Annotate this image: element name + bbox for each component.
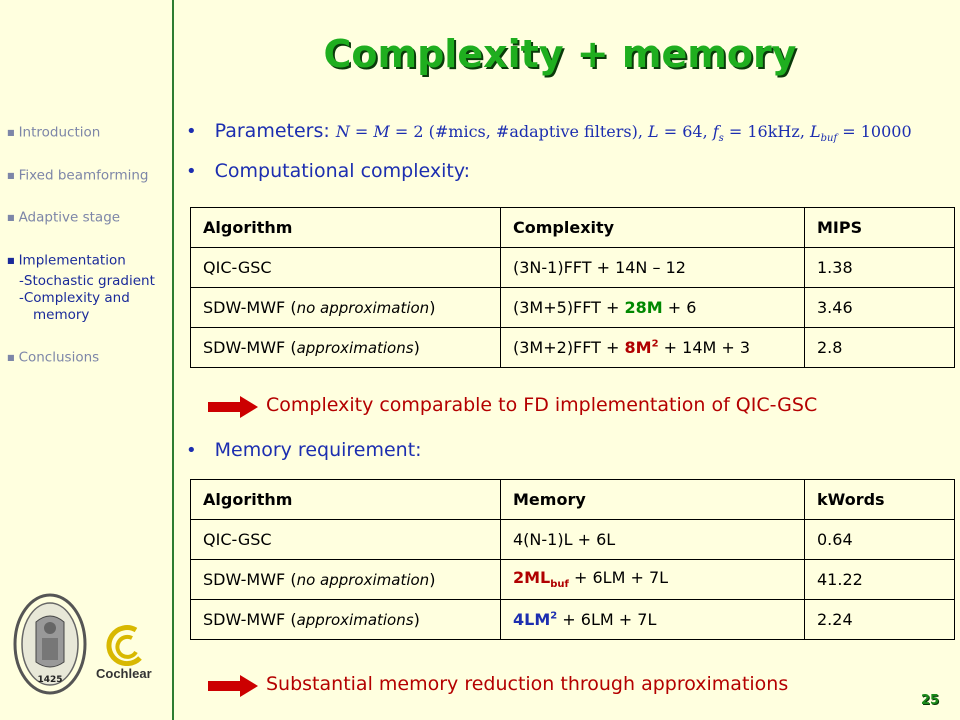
table-row: SDW-MWF (approximations) 4LM2 + 6LM + 7L… xyxy=(190,599,955,640)
table-cell: SDW-MWF (approximations) xyxy=(190,327,501,368)
cochlear-wordmark: Cochlear xyxy=(96,666,152,681)
square-bullet-icon: ■ xyxy=(7,213,15,222)
nav-label: Fixed beamforming xyxy=(18,167,149,183)
table-cell: 0.64 xyxy=(804,519,955,560)
table-cell: QIC-GSC xyxy=(190,519,501,560)
square-bullet-icon: ■ xyxy=(7,353,15,362)
table-cell: QIC-GSC xyxy=(190,247,501,288)
seal-year: 1425 xyxy=(37,675,62,685)
table-header: Memory xyxy=(500,479,805,520)
cochlear-logo: Cochlear xyxy=(96,624,158,684)
memory-table: Algorithm Memory kWords QIC-GSC 4(N-1)L … xyxy=(190,479,955,640)
table-row: SDW-MWF (no approximation) 2MLbuf + 6LM … xyxy=(190,559,955,600)
table-header-row: Algorithm Complexity MIPS xyxy=(190,207,955,248)
complexity-label: Computational complexity: xyxy=(214,160,471,182)
nav-label: Adaptive stage xyxy=(18,209,121,226)
table-header-row: Algorithm Memory kWords xyxy=(190,479,955,520)
slide-title: Complexity + memory xyxy=(323,32,797,76)
red-arrow-icon xyxy=(208,396,258,418)
outline-nav: ■Introduction ■Fixed beamforming ■Adapti… xyxy=(7,124,175,392)
sidebar: ■Introduction ■Fixed beamforming ■Adapti… xyxy=(0,0,174,720)
table-cell: 41.22 xyxy=(804,559,955,600)
page-number: 25 xyxy=(921,693,940,708)
nav-label: Conclusions xyxy=(18,349,100,366)
memory-conclusion: Substantial memory reduction through app… xyxy=(266,673,789,695)
table-cell: (3N-1)FFT + 14N – 12 xyxy=(500,247,805,288)
nav-subitem-memory[interactable]: memory xyxy=(33,307,90,323)
square-bullet-icon: ■ xyxy=(7,170,15,180)
parameters-bullet: • Parameters: N = M = 2 (#mics, #adaptive… xyxy=(186,120,912,144)
table-row: SDW-MWF (approximations) (3M+2)FFT + 8M2… xyxy=(190,327,955,368)
table-cell: 1.38 xyxy=(804,247,955,288)
table-cell: (3M+2)FFT + 8M2 + 14M + 3 xyxy=(500,327,805,368)
table-row: QIC-GSC 4(N-1)L + 6L 0.64 xyxy=(190,519,955,560)
table-header: Algorithm xyxy=(190,207,501,248)
square-bullet-icon: ■ xyxy=(7,255,15,265)
red-arrow-icon xyxy=(208,675,258,697)
table-cell: 4(N-1)L + 6L xyxy=(500,519,805,560)
nav-item-introduction[interactable]: ■Introduction xyxy=(7,124,175,142)
parameters-values: N = M = 2 (#mics, #adaptive filters), L … xyxy=(335,122,912,145)
table-header: MIPS xyxy=(804,207,955,248)
memory-label: Memory requirement: xyxy=(214,439,422,461)
table-cell: (3M+5)FFT + 28M + 6 xyxy=(500,287,805,328)
nav-item-implementation[interactable]: ■Implementation xyxy=(7,252,175,270)
table-cell: SDW-MWF (no approximation) xyxy=(190,559,501,600)
table-cell: SDW-MWF (approximations) xyxy=(190,599,501,640)
nav-label: Implementation xyxy=(18,252,126,268)
square-bullet-icon: ■ xyxy=(7,128,15,137)
nav-label: Introduction xyxy=(18,124,101,141)
table-header: Complexity xyxy=(500,207,805,248)
complexity-conclusion: Complexity comparable to FD implementati… xyxy=(266,394,818,416)
bullet-dot-icon: • xyxy=(186,161,197,182)
table-cell: 2.24 xyxy=(804,599,955,640)
table-cell: SDW-MWF (no approximation) xyxy=(190,287,501,328)
table-cell: 2MLbuf + 6LM + 7L xyxy=(500,559,805,600)
table-row: SDW-MWF (no approximation) (3M+5)FFT + 2… xyxy=(190,287,955,328)
university-seal-logo: 1425 xyxy=(13,593,87,695)
complexity-table: Algorithm Complexity MIPS QIC-GSC (3N-1)… xyxy=(190,207,955,368)
nav-subitem-stochastic-gradient[interactable]: -Stochastic gradient xyxy=(19,273,155,289)
cochlear-swirl-icon xyxy=(106,625,142,667)
table-row: QIC-GSC (3N-1)FFT + 14N – 12 1.38 xyxy=(190,247,955,288)
table-cell: 2.8 xyxy=(804,327,955,368)
table-cell: 4LM2 + 6LM + 7L xyxy=(500,599,805,640)
table-header: kWords xyxy=(804,479,955,520)
nav-subitem-complexity[interactable]: -Complexity and xyxy=(19,290,130,306)
table-cell: 3.46 xyxy=(804,287,955,328)
complexity-bullet: • Computational complexity: xyxy=(186,160,470,182)
memory-bullet: • Memory requirement: xyxy=(186,439,422,461)
bullet-dot-icon: • xyxy=(186,121,197,142)
parameters-label: Parameters: xyxy=(214,120,330,142)
nav-item-conclusions[interactable]: ■Conclusions xyxy=(7,349,175,367)
nav-item-adaptive-stage[interactable]: ■Adaptive stage xyxy=(7,209,175,227)
bullet-dot-icon: • xyxy=(186,440,197,461)
table-header: Algorithm xyxy=(190,479,501,520)
nav-item-fixed-beamforming[interactable]: ■Fixed beamforming xyxy=(7,167,175,185)
